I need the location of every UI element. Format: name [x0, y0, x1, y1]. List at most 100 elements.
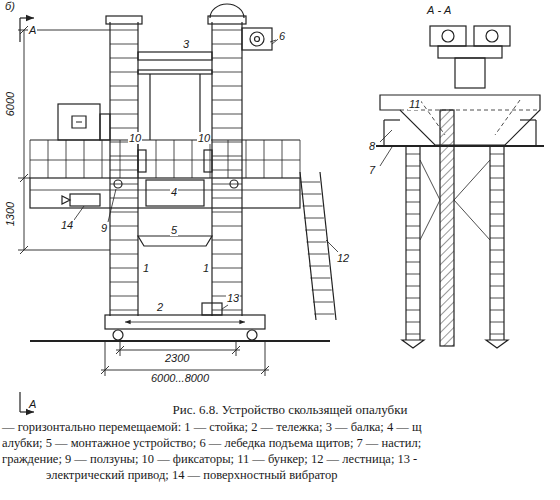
railing	[30, 160, 300, 161]
column-stand	[406, 190, 420, 191]
column-stand	[490, 146, 504, 340]
railing	[282, 140, 283, 178]
equipment-box	[58, 104, 100, 140]
trolley	[105, 315, 265, 329]
column-stand	[490, 250, 504, 251]
column-stand	[241, 22, 242, 316]
column-stand	[503, 146, 504, 340]
dimension-lines	[18, 250, 110, 251]
column-stand	[110, 254, 138, 255]
leader-line	[380, 147, 392, 166]
caption-legend-line: электрический привод; 14 — поверхностный…	[46, 469, 337, 483]
trolley	[125, 322, 245, 323]
railing	[66, 140, 67, 178]
column-stand	[110, 212, 138, 213]
dimension-lines	[116, 346, 124, 354]
column-stand	[490, 178, 504, 179]
column-stand	[490, 286, 504, 287]
railing	[48, 140, 49, 178]
column-stand	[212, 114, 242, 115]
column-stand	[212, 72, 242, 73]
column-stand	[406, 146, 420, 340]
column-stand	[212, 128, 242, 129]
column-stand	[212, 254, 242, 255]
caption-legend-line: — горизонтально перемещаемой: 1 — стойка…	[2, 421, 422, 435]
winch	[255, 37, 260, 42]
column-stand	[110, 170, 138, 171]
slider	[114, 180, 122, 188]
trolley	[113, 330, 123, 340]
callout-number: 4	[170, 186, 178, 198]
column-stand	[110, 240, 138, 241]
column-stand	[110, 156, 138, 157]
column-stand	[212, 198, 242, 199]
railing	[30, 140, 31, 178]
column-stand	[212, 30, 242, 31]
dimension-lines	[236, 342, 237, 356]
ladder	[303, 206, 323, 207]
railing	[520, 119, 536, 120]
callout-number: 13	[226, 292, 240, 304]
equipment-box	[58, 104, 110, 140]
railing	[192, 140, 193, 178]
column-stand	[490, 238, 504, 239]
ladder	[300, 182, 320, 183]
railing	[102, 140, 103, 178]
column-stand	[489, 146, 490, 340]
column-stand	[212, 22, 242, 316]
railing	[138, 140, 139, 178]
column-stand	[212, 170, 242, 171]
column-stand	[406, 178, 420, 179]
surface-vibrator	[62, 194, 100, 206]
dimension-lines	[116, 350, 240, 351]
column-stand	[406, 322, 420, 323]
column-stand	[212, 268, 242, 269]
column-stand	[212, 58, 242, 59]
column-stand	[212, 156, 242, 157]
ladder	[306, 242, 326, 243]
column-cap	[106, 16, 142, 24]
column-stand	[110, 268, 138, 269]
mounting-device	[138, 236, 212, 246]
leader-line	[222, 305, 228, 309]
figure-caption: Рис. 6.8. Устройство скользящей опалубки	[173, 403, 408, 417]
column-stand	[110, 22, 138, 316]
column-stand	[406, 286, 420, 287]
railing	[228, 140, 229, 178]
callout-number: 8	[368, 140, 376, 152]
column-stand	[110, 72, 138, 73]
fixator	[204, 150, 212, 172]
column-stand	[406, 262, 420, 263]
callout-number: 9	[100, 222, 108, 234]
column-stand	[212, 212, 242, 213]
equipment-box	[100, 114, 110, 140]
section-marker	[19, 392, 20, 412]
column-stand	[406, 310, 420, 311]
column-stand	[406, 238, 420, 239]
trolley	[247, 330, 257, 340]
winch	[242, 28, 272, 50]
dimension-lines	[20, 26, 28, 34]
dimension-lines	[24, 30, 25, 250]
form-shield	[146, 180, 204, 206]
leader-line	[380, 130, 392, 142]
ladder	[308, 254, 328, 255]
column-stand	[406, 334, 420, 335]
electric-drive	[202, 303, 222, 315]
column-stand	[406, 202, 420, 203]
dimension-lines	[120, 342, 121, 356]
railing	[384, 119, 400, 120]
formwork-drawing	[149, 74, 150, 140]
ground-line	[30, 340, 330, 342]
fixator	[138, 150, 146, 172]
section-winch-assembly	[438, 46, 502, 58]
railing	[210, 140, 211, 178]
column-stand	[212, 310, 242, 311]
ladder	[300, 172, 336, 320]
column-stand	[419, 146, 420, 340]
dimension-lines	[232, 346, 240, 354]
railing	[84, 140, 85, 178]
callout-number: 11	[408, 98, 421, 110]
dimension-lines	[18, 26, 269, 376]
